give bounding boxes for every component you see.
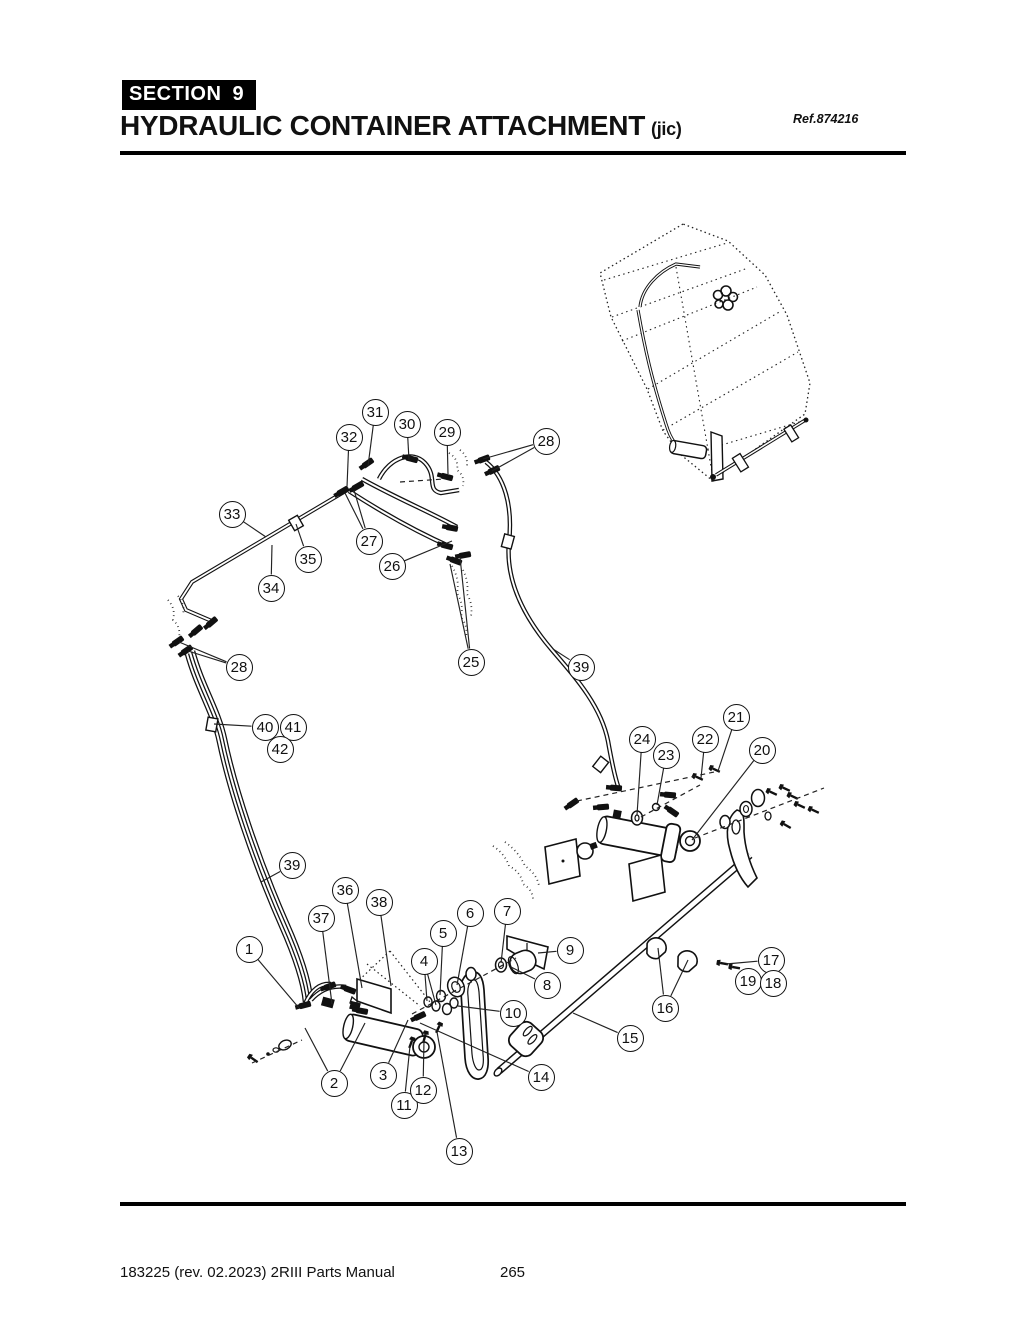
callout-26: 26 (378, 552, 406, 580)
callout-33: 33 (218, 500, 246, 528)
page-title-text: HYDRAULIC CONTAINER ATTACHMENT (120, 110, 646, 141)
callout-25: 25 (457, 648, 485, 676)
callout-27: 27 (355, 527, 383, 555)
callout-3: 3 (369, 1061, 397, 1089)
footer-manual-info: 183225 (rev. 02.2023) 2RIII Parts Manual (120, 1264, 395, 1281)
callout-39: 39 (567, 653, 595, 681)
callout-40: 40 (251, 713, 279, 741)
header-rule (120, 151, 906, 155)
callout-22: 22 (691, 725, 719, 753)
machine-overview-inset (599, 223, 811, 482)
callout-37: 37 (307, 904, 335, 932)
callout-7: 7 (493, 897, 521, 925)
callout-9: 9 (556, 936, 584, 964)
callout-39: 39 (278, 851, 306, 879)
callout-28: 28 (532, 427, 560, 455)
page-title: HYDRAULIC CONTAINER ATTACHMENT(jic) (120, 110, 682, 142)
callout-17: 17 (757, 946, 785, 974)
callout-29: 29 (433, 418, 461, 446)
callout-42: 42 (266, 735, 294, 763)
callout-35: 35 (294, 545, 322, 573)
footer-rule (120, 1202, 906, 1206)
callout-8: 8 (533, 971, 561, 999)
callout-10: 10 (499, 999, 527, 1027)
callout-18: 18 (759, 969, 787, 997)
callout-1: 1 (235, 935, 263, 963)
callout-38: 38 (365, 888, 393, 916)
callout-19: 19 (734, 967, 762, 995)
callout-5: 5 (429, 919, 457, 947)
section-badge: SECTION 9 (122, 80, 257, 110)
callout-31: 31 (361, 398, 389, 426)
callout-34: 34 (257, 574, 285, 602)
callout-14: 14 (527, 1063, 555, 1091)
callout-20: 20 (748, 736, 776, 764)
callout-16: 16 (651, 994, 679, 1022)
callout-24: 24 (628, 725, 656, 753)
callout-28: 28 (225, 653, 253, 681)
page-title-suffix: (jic) (651, 119, 682, 139)
callout-36: 36 (331, 876, 359, 904)
cylinder-and-hardware-artwork (168, 453, 821, 1080)
callout-4: 4 (410, 947, 438, 975)
callout-6: 6 (456, 899, 484, 927)
reference-number: Ref.874216 (793, 112, 859, 126)
callout-12: 12 (409, 1076, 437, 1104)
callout-21: 21 (722, 703, 750, 731)
callout-23: 23 (652, 741, 680, 769)
callout-15: 15 (616, 1024, 644, 1052)
footer-page-number: 265 (500, 1264, 526, 1281)
callout-32: 32 (335, 423, 363, 451)
callout-2: 2 (320, 1069, 348, 1097)
callout-30: 30 (393, 410, 421, 438)
callout-11: 11 (390, 1091, 418, 1119)
callout-13: 13 (445, 1137, 473, 1165)
